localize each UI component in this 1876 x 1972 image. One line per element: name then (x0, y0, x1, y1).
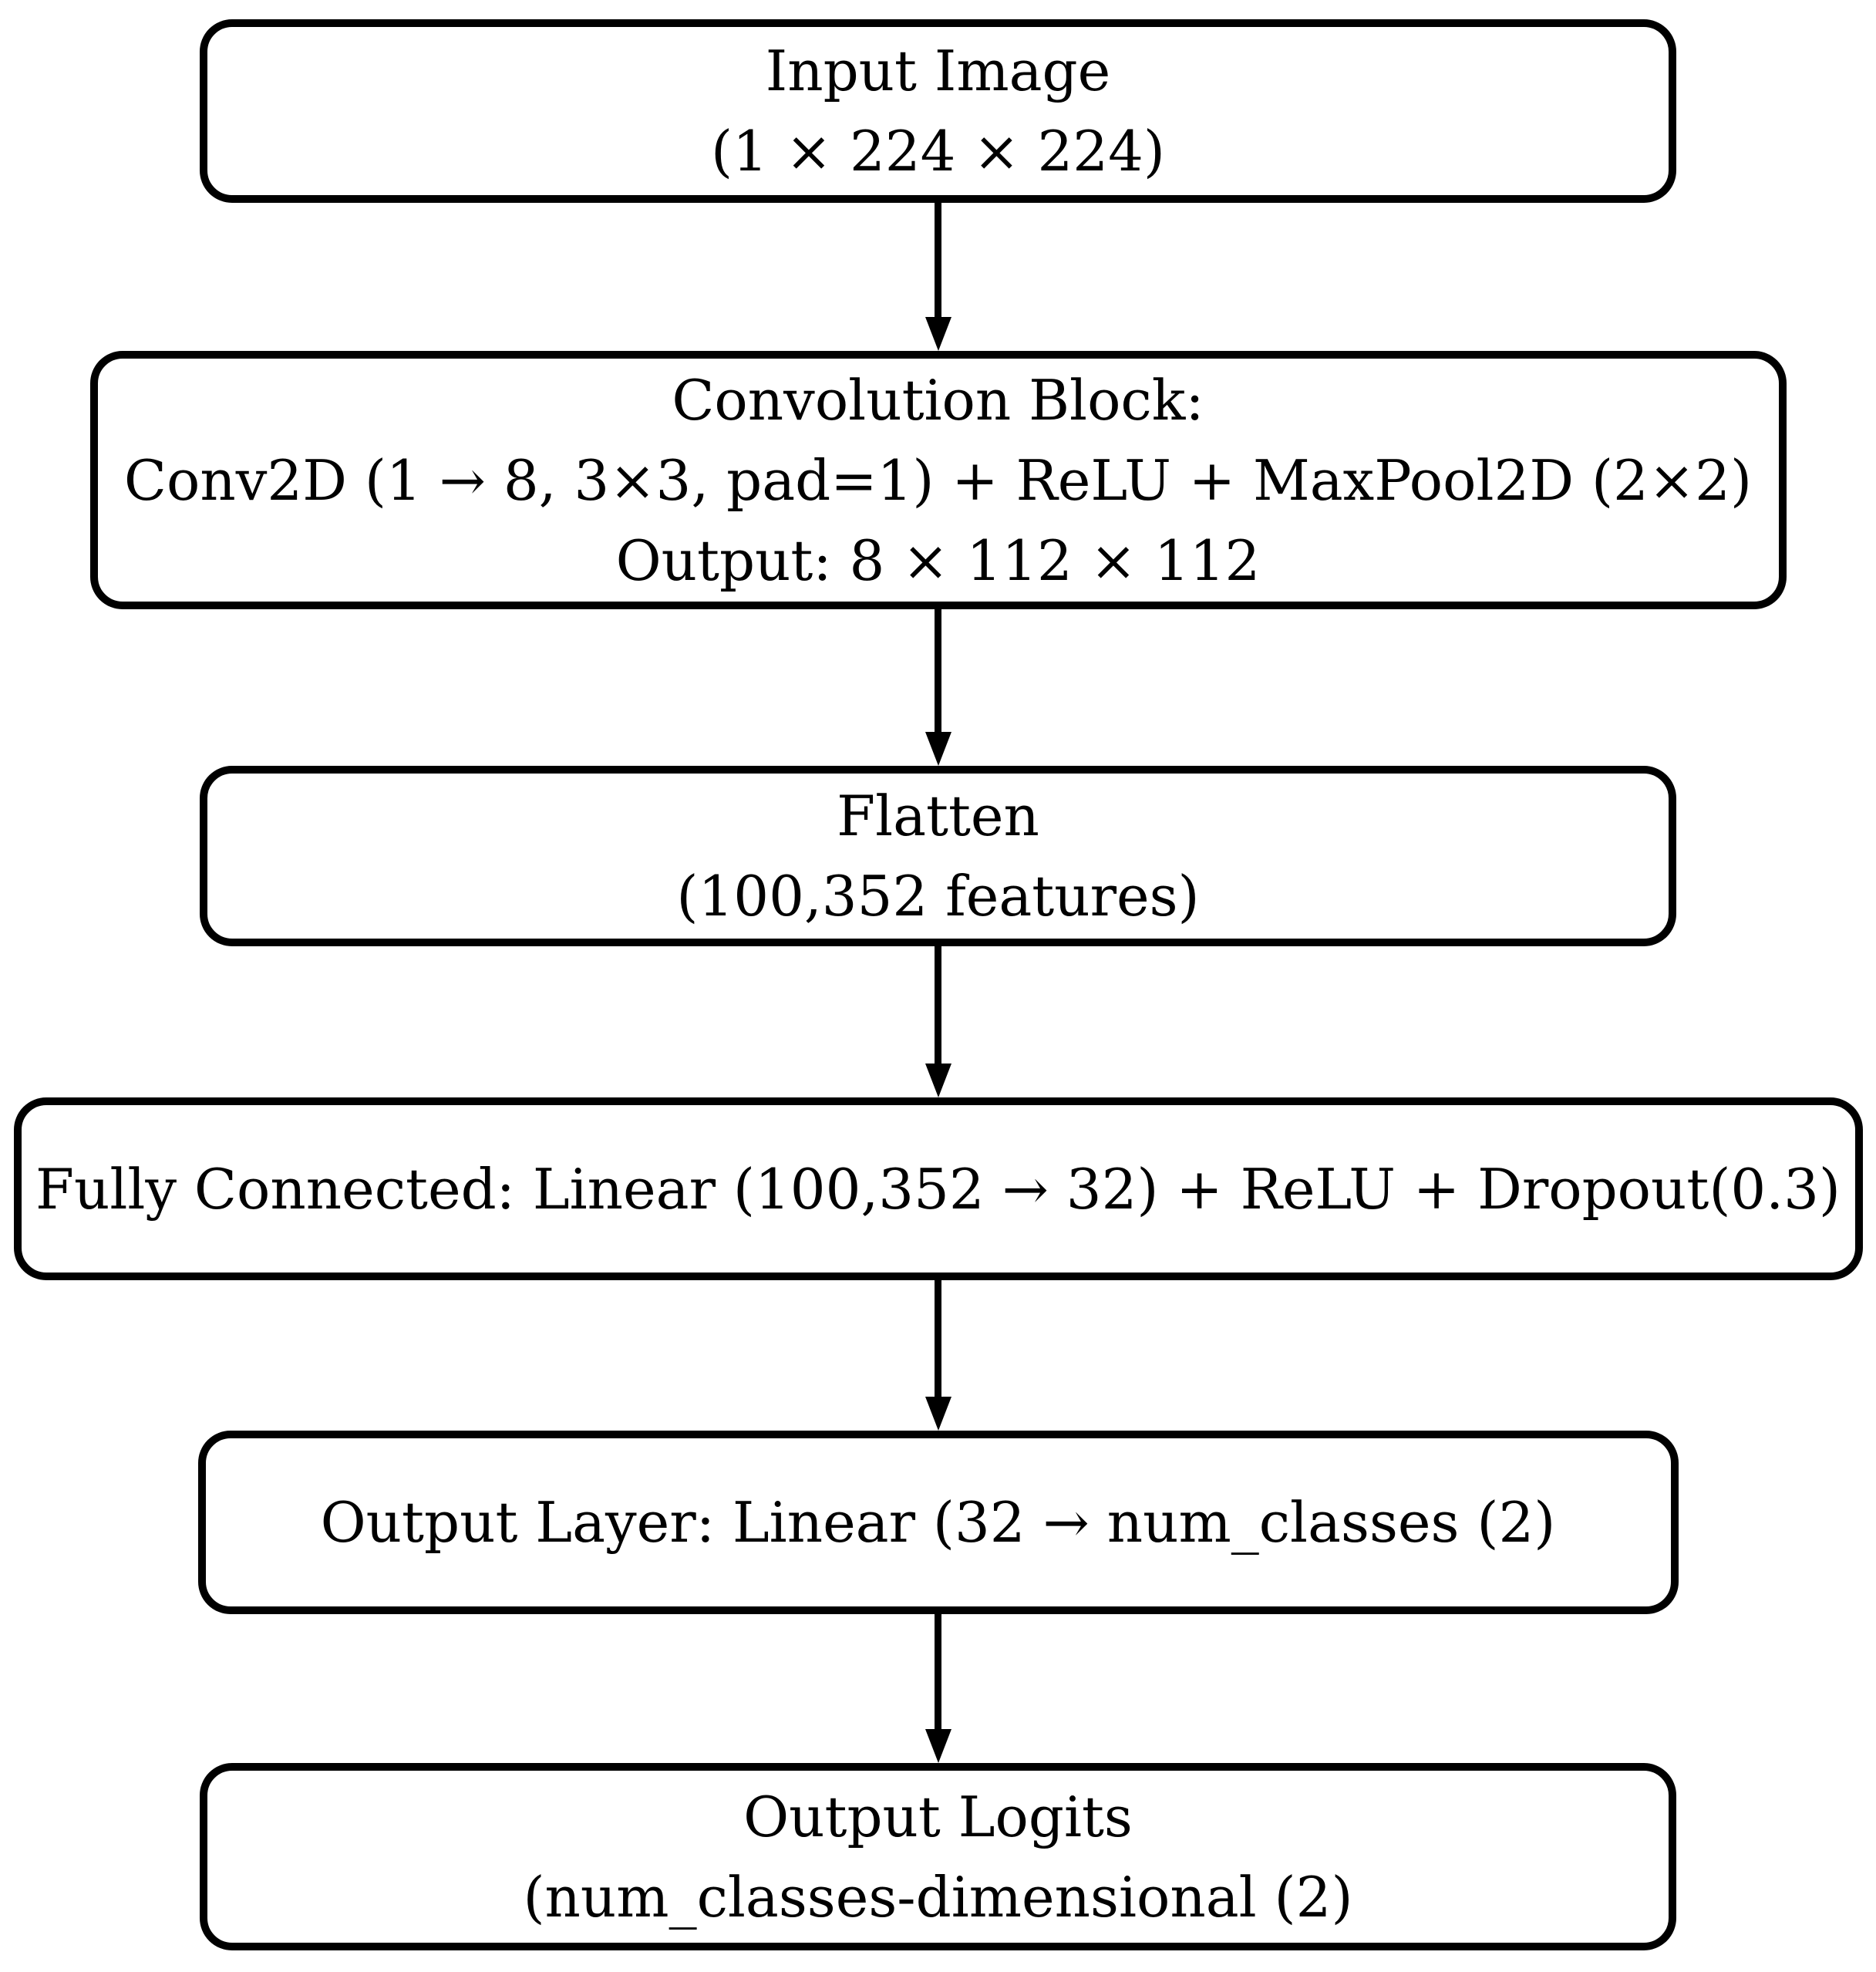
flow-arrow-3 (925, 946, 951, 1097)
arrowhead-down-icon (925, 1397, 951, 1431)
node-output-layer: Output Layer: Linear (32 → num_classes (… (197, 1431, 1679, 1614)
flow-arrow-5 (925, 1614, 951, 1763)
node-title: Convolution Block: (672, 367, 1204, 433)
node-output-logits: Output Logits (num_classes-dimensional (… (200, 1763, 1676, 1950)
arrowhead-down-icon (925, 732, 951, 766)
arrow-shaft (935, 946, 941, 1064)
arrow-shaft (935, 609, 941, 732)
node-shape-label: (1 × 224 × 224) (710, 119, 1166, 184)
flow-arrow-2 (925, 609, 951, 766)
node-shape-label: (num_classes-dimensional (2) (523, 1864, 1353, 1930)
node-title: Flatten (837, 784, 1039, 848)
node-title: Fully Connected: Linear (100,352 → 32) +… (35, 1156, 1841, 1222)
node-features-label: (100,352 features) (676, 864, 1200, 929)
node-flatten: Flatten (100,352 features) (200, 766, 1676, 946)
node-output-label: Output: 8 × 112 × 112 (615, 528, 1261, 593)
node-ops-label: Conv2D (1 → 8, 3×3, pad=1) + ReLU + MaxP… (123, 447, 1753, 513)
arrowhead-down-icon (925, 1729, 951, 1763)
arrowhead-down-icon (925, 317, 951, 351)
arrow-shaft (935, 203, 941, 317)
node-title: Output Logits (743, 1784, 1133, 1849)
arrowhead-down-icon (925, 1064, 951, 1097)
node-title: Output Layer: Linear (32 → num_classes (… (320, 1490, 1556, 1555)
flow-arrow-1 (925, 203, 951, 351)
node-title: Input Image (765, 39, 1111, 103)
node-fully-connected: Fully Connected: Linear (100,352 → 32) +… (13, 1097, 1863, 1280)
arrow-shaft (935, 1614, 941, 1729)
arrow-shaft (935, 1280, 941, 1397)
flow-arrow-4 (925, 1280, 951, 1431)
node-convolution-block: Convolution Block: Conv2D (1 → 8, 3×3, p… (89, 351, 1787, 609)
node-input-image: Input Image (1 × 224 × 224) (200, 19, 1676, 203)
